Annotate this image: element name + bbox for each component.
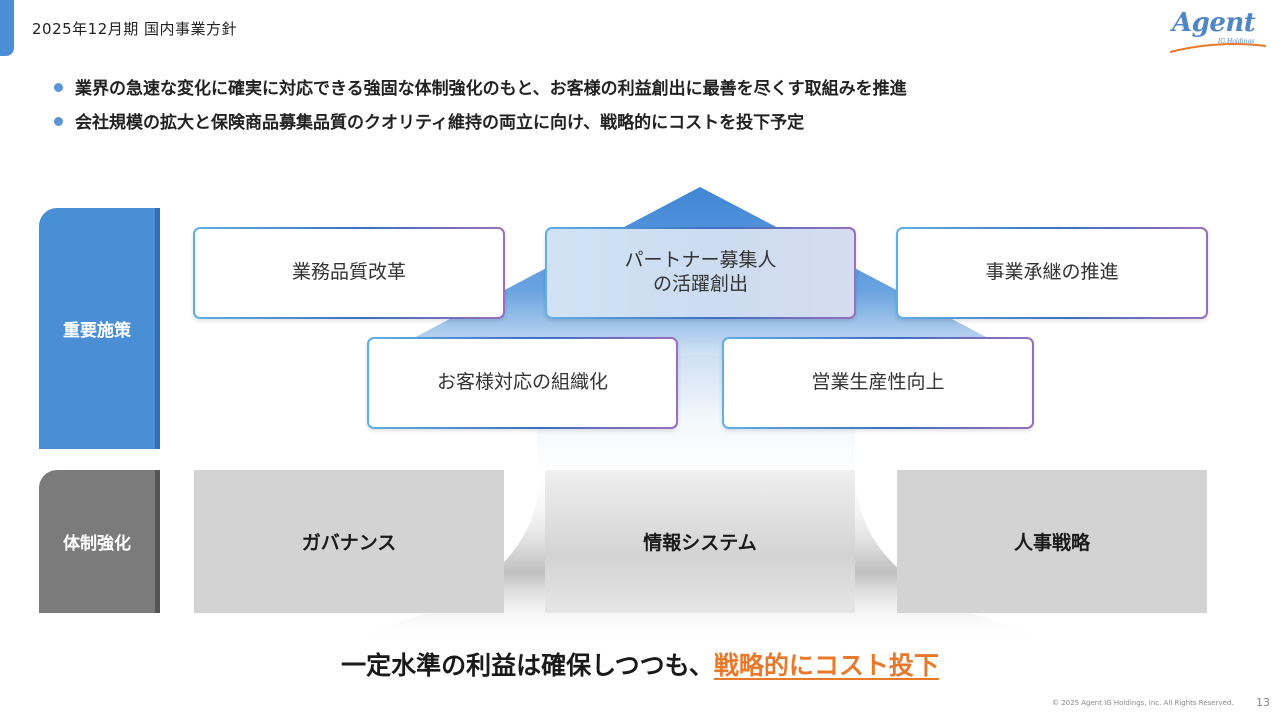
foundation-box-hr-strategy: 人事戦略 <box>897 470 1207 613</box>
copyright-notice: © 2025 Agent IG Holdings, Inc. All Right… <box>1052 699 1234 707</box>
bullet-item: 業界の急速な変化に確実に対応できる強固な体制強化のもと、お客様の利益創出に最善を… <box>54 72 907 100</box>
measure-box-partner-agents: パートナー募集人 の活躍創出 <box>545 227 856 319</box>
bullet-dot-icon <box>54 82 63 92</box>
measure-box-sales-productivity: 営業生産性向上 <box>722 337 1034 429</box>
bullet-text: 業界の急速な変化に確実に対応できる強固な体制強化のもと、お客様の利益創出に最善を… <box>75 78 907 99</box>
bullet-item: 会社規模の拡大と保険商品募集品質のクオリティ維持の両立に向け、戦略的にコストを投… <box>54 106 907 134</box>
foundation-box-information-system: 情報システム <box>545 470 855 613</box>
foundation-box-governance: ガバナンス <box>194 470 504 613</box>
bullet-text: 会社規模の拡大と保険商品募集品質のクオリティ維持の両立に向け、戦略的にコストを投… <box>75 112 805 133</box>
logo-swoosh-icon <box>1169 43 1267 53</box>
measure-box-customer-organization: お客様対応の組織化 <box>367 337 678 429</box>
bullet-list: 業界の急速な変化に確実に対応できる強固な体制強化のもと、お客様の利益創出に最善を… <box>54 72 907 140</box>
side-label-foundation: 体制強化 <box>39 470 160 613</box>
conclusion-statement: 一定水準の利益は確保しつつも、戦略的にコスト投下 <box>0 646 1280 682</box>
page-number: 13 <box>1256 696 1270 709</box>
conclusion-text: 一定水準の利益は確保しつつも、 <box>341 651 714 680</box>
header-accent-tab <box>0 0 14 56</box>
conclusion-highlight: 戦略的にコスト投下 <box>713 651 939 680</box>
page-title: 2025年12月期 国内事業方針 <box>32 20 238 38</box>
logo-subtext: IG Holdings <box>1218 38 1255 45</box>
measure-box-succession: 事業承継の推進 <box>896 227 1208 319</box>
measure-box-quality-reform: 業務品質改革 <box>193 227 505 319</box>
bullet-dot-icon <box>54 116 63 126</box>
company-logo: Agent IG Holdings <box>1168 8 1268 56</box>
side-label-measures: 重要施策 <box>39 208 160 449</box>
logo-wordmark: Agent <box>1172 8 1256 38</box>
